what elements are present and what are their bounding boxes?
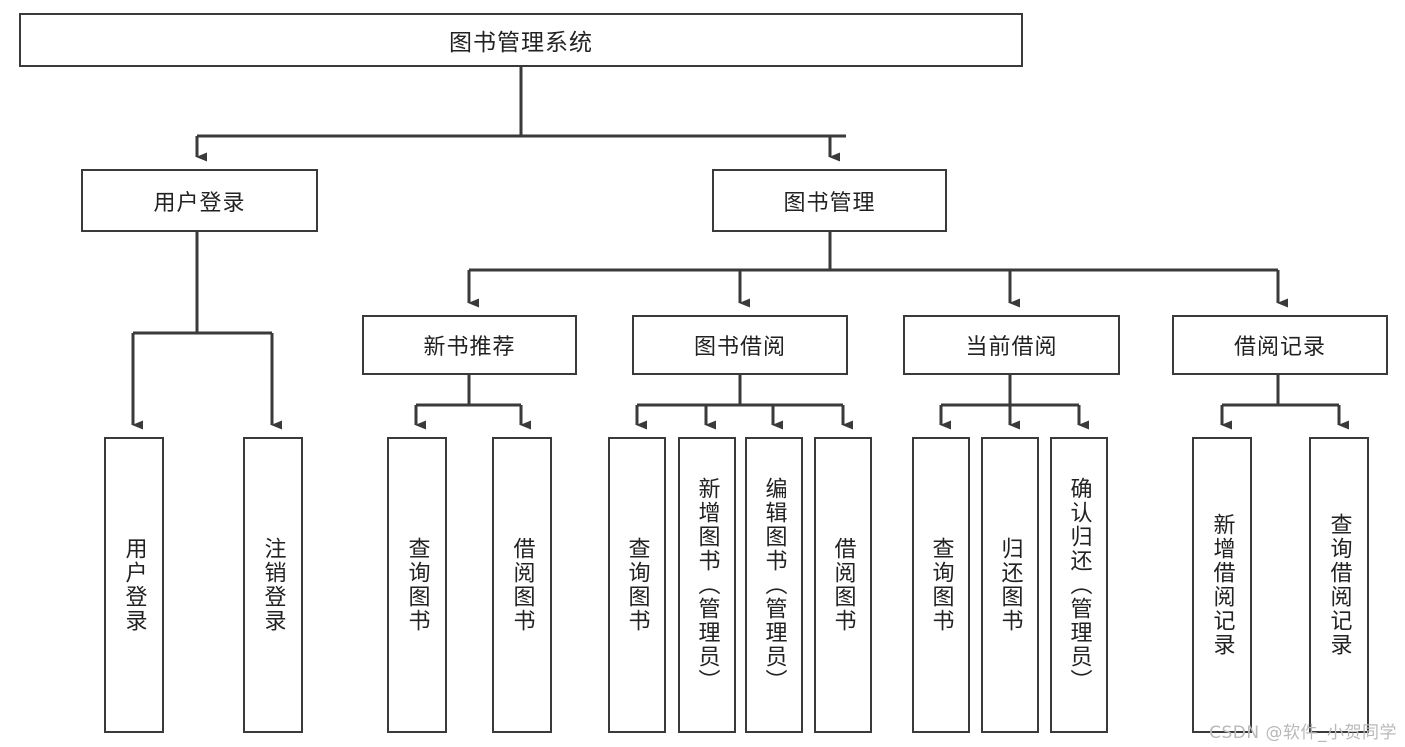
node-leaf-query-book-1[interactable]: 查询图书 xyxy=(387,437,447,733)
node-leaf-borrow-book-2-label: 借阅图书 xyxy=(830,537,856,633)
node-borrow-record[interactable]: 借阅记录 xyxy=(1172,315,1388,375)
node-leaf-confirm-return[interactable]: 确认归还（管理员） xyxy=(1050,437,1108,733)
node-leaf-user-login[interactable]: 用户登录 xyxy=(104,437,164,733)
node-leaf-logout[interactable]: 注销登录 xyxy=(243,437,303,733)
node-leaf-query-book-2[interactable]: 查询图书 xyxy=(608,437,666,733)
node-leaf-query-book-3-label: 查询图书 xyxy=(928,537,954,633)
node-leaf-add-record-label: 新增借阅记录 xyxy=(1209,513,1235,657)
node-leaf-borrow-book-2[interactable]: 借阅图书 xyxy=(814,437,872,733)
node-user-login[interactable]: 用户登录 xyxy=(81,169,318,232)
node-root-label: 图书管理系统 xyxy=(449,30,593,56)
node-new-book-recommend[interactable]: 新书推荐 xyxy=(362,315,577,375)
node-leaf-edit-book[interactable]: 编辑图书（管理员） xyxy=(745,437,803,733)
node-leaf-add-record[interactable]: 新增借阅记录 xyxy=(1192,437,1252,733)
node-leaf-borrow-book-1[interactable]: 借阅图书 xyxy=(492,437,552,733)
node-book-borrow-label: 图书借阅 xyxy=(693,335,786,360)
node-root-system[interactable]: 图书管理系统 xyxy=(19,13,1023,67)
node-leaf-user-login-label: 用户登录 xyxy=(121,537,147,633)
node-borrow-record-label: 借阅记录 xyxy=(1233,335,1326,360)
node-book-manage[interactable]: 图书管理 xyxy=(712,169,947,232)
node-current-borrow[interactable]: 当前借阅 xyxy=(903,315,1120,375)
node-leaf-add-book-label: 新增图书（管理员） xyxy=(694,477,720,693)
node-book-borrow[interactable]: 图书借阅 xyxy=(632,315,848,375)
node-leaf-borrow-book-1-label: 借阅图书 xyxy=(509,537,535,633)
node-user-login-label: 用户登录 xyxy=(153,190,246,216)
node-leaf-return-book-label: 归还图书 xyxy=(997,537,1023,633)
node-leaf-query-record-label: 查询借阅记录 xyxy=(1326,513,1352,657)
node-current-borrow-label: 当前借阅 xyxy=(965,335,1058,360)
node-leaf-return-book[interactable]: 归还图书 xyxy=(981,437,1039,733)
node-leaf-edit-book-label: 编辑图书（管理员） xyxy=(761,477,787,693)
node-leaf-query-book-2-label: 查询图书 xyxy=(624,537,650,633)
node-leaf-query-book-3[interactable]: 查询图书 xyxy=(912,437,970,733)
node-leaf-logout-label: 注销登录 xyxy=(260,537,286,633)
node-leaf-query-record[interactable]: 查询借阅记录 xyxy=(1309,437,1369,733)
node-book-manage-label: 图书管理 xyxy=(783,190,876,216)
node-leaf-confirm-return-label: 确认归还（管理员） xyxy=(1066,477,1092,693)
node-new-book-recommend-label: 新书推荐 xyxy=(423,335,516,360)
node-leaf-add-book[interactable]: 新增图书（管理员） xyxy=(678,437,736,733)
node-leaf-query-book-1-label: 查询图书 xyxy=(404,537,430,633)
csdn-watermark: CSDN @软件_小贺同学 xyxy=(1209,723,1397,743)
